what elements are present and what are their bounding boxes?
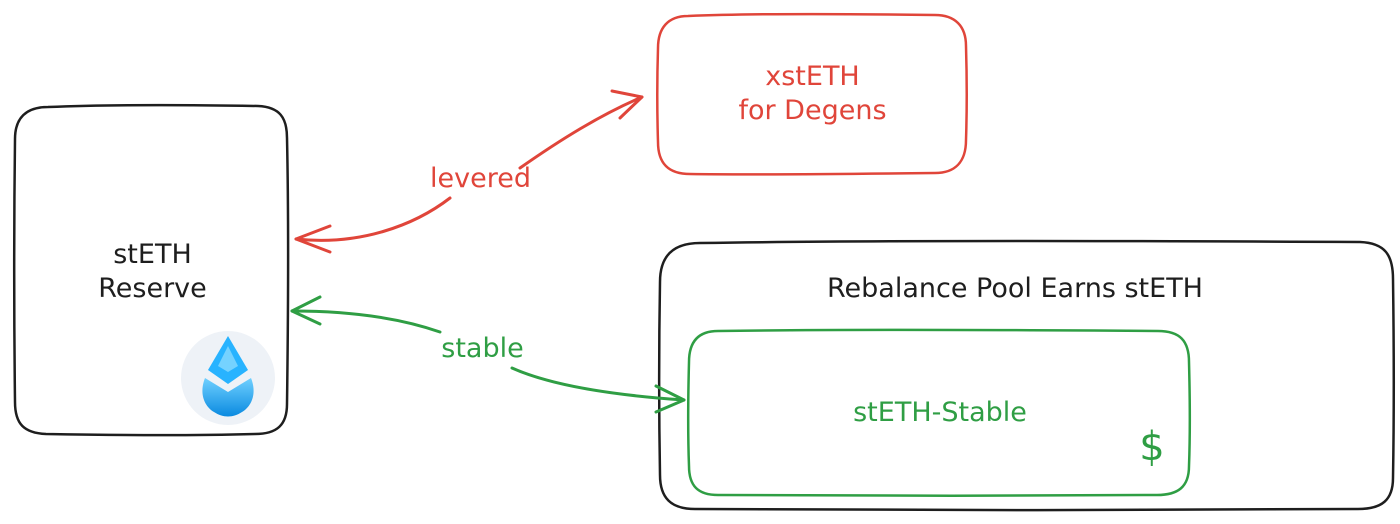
stable-arrow xyxy=(290,309,686,402)
stable-edge-label: stable xyxy=(441,333,524,364)
xsteth-label: xstETH for Degens xyxy=(690,60,935,128)
steth-stable-label: stETH-Stable xyxy=(853,397,1027,428)
levered-edge-label: levered xyxy=(430,163,531,194)
stable-arrowhead-left xyxy=(290,295,322,326)
reserve-box xyxy=(13,103,290,437)
levered-arrowhead-right xyxy=(610,89,644,120)
lido-drop-icon xyxy=(181,331,275,425)
levered-arrow xyxy=(294,95,644,242)
reserve-label-line1: stETH xyxy=(113,239,192,270)
steth-stable-box xyxy=(687,328,1191,497)
dollar-icon: $ xyxy=(1139,424,1165,470)
xsteth-label-line2: for Degens xyxy=(738,94,887,126)
levered-arrowhead-left xyxy=(294,224,332,254)
reserve-label-line2: Reserve xyxy=(98,272,207,304)
rebalance-pool-title: Rebalance Pool Earns stETH xyxy=(827,273,1203,304)
reserve-label: stETH Reserve xyxy=(60,238,245,306)
xsteth-label-line1: xstETH xyxy=(765,61,860,92)
xsteth-box xyxy=(656,12,968,176)
rebalance-pool-box xyxy=(658,239,1395,512)
stable-arrowhead-right xyxy=(654,384,686,414)
